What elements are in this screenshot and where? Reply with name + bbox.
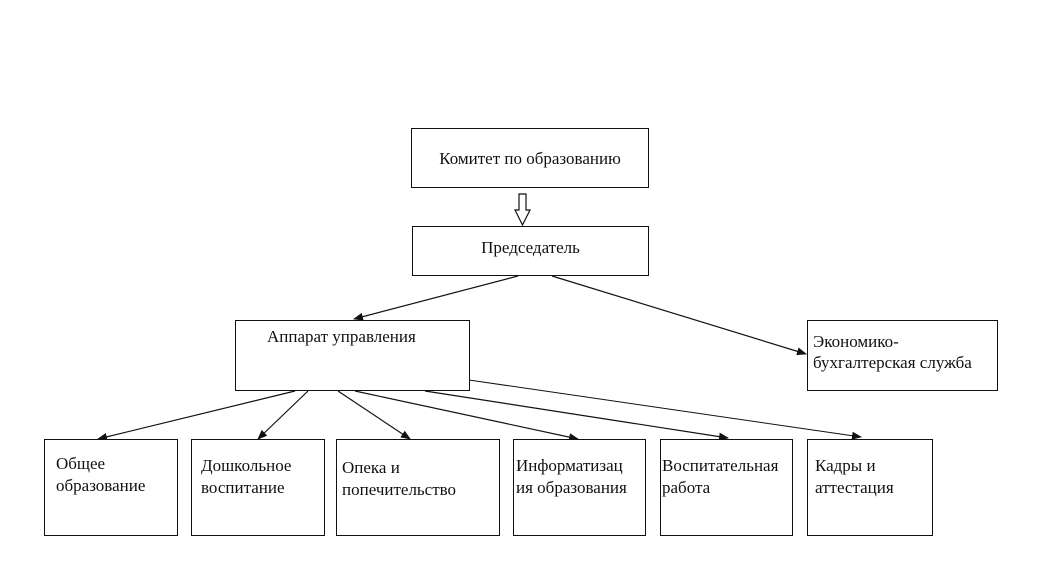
node-informatization: Информатизац ия образования <box>513 439 646 536</box>
edge-apparatus-informatization <box>354 390 579 442</box>
node-label-line1: Опека и <box>342 458 400 477</box>
node-general-education: Общее образование <box>44 439 178 536</box>
node-economics: Экономико- бухгалтерская служба <box>807 320 998 391</box>
node-label-line1: Общее <box>56 454 106 473</box>
node-label-line2: ия образования <box>516 478 627 497</box>
node-guardianship: Опека и попечительство <box>336 439 500 536</box>
node-label-line1: Экономико- <box>813 332 899 351</box>
edge-chairman-apparatus <box>353 275 519 321</box>
edge-committee-chairman <box>514 193 531 227</box>
edge-chairman-economics <box>551 275 807 356</box>
edge-apparatus-preschool <box>257 390 309 440</box>
node-label-line2: попечительство <box>342 480 457 499</box>
node-label-line2: воспитание <box>201 478 285 497</box>
node-chairman: Председатель <box>412 226 649 276</box>
node-apparatus: Аппарат управления <box>235 320 470 391</box>
node-label-line2: работа <box>662 478 711 497</box>
node-label-line2: образование <box>56 476 146 495</box>
node-label: Председатель <box>481 238 580 257</box>
node-personnel: Кадры и аттестация <box>807 439 933 536</box>
node-label-line1: Воспитательная <box>662 456 779 475</box>
node-label-line2: аттестация <box>815 478 894 497</box>
node-committee: Комитет по образованию <box>411 128 649 188</box>
edge-apparatus-guardianship <box>337 390 411 440</box>
node-label-line2: бухгалтерская служба <box>813 353 972 372</box>
node-label-line1: Кадры и <box>815 456 876 475</box>
node-label-line1: Дошкольное <box>201 456 292 475</box>
node-upbringing: Воспитательная работа <box>660 439 793 536</box>
edge-apparatus-personnel <box>468 379 862 440</box>
node-label: Аппарат управления <box>267 327 416 346</box>
edge-apparatus-general <box>97 390 296 441</box>
edge-apparatus-upbringing <box>424 390 729 441</box>
node-preschool: Дошкольное воспитание <box>191 439 325 536</box>
node-label-line1: Информатизац <box>516 456 623 475</box>
node-label: Комитет по образованию <box>439 149 621 168</box>
